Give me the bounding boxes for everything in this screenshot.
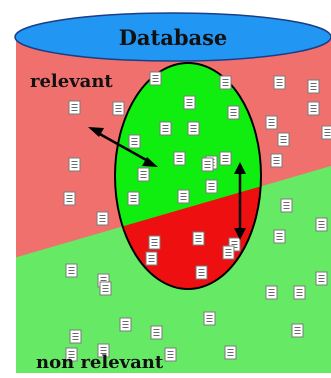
document-icon bbox=[69, 329, 82, 344]
document-icon bbox=[273, 229, 286, 244]
document-icon bbox=[119, 317, 132, 332]
document-icon bbox=[270, 153, 283, 168]
document-icon bbox=[195, 265, 208, 280]
double-arrow-icon bbox=[88, 127, 158, 167]
document-icon bbox=[65, 263, 78, 278]
document-icon bbox=[273, 75, 286, 90]
document-icon bbox=[321, 125, 331, 140]
document-icon bbox=[96, 211, 109, 226]
non-relevant-label: non relevant bbox=[36, 352, 164, 373]
document-icon bbox=[280, 198, 293, 213]
document-icon bbox=[205, 179, 218, 194]
document-icon bbox=[219, 151, 232, 166]
document-icon bbox=[128, 134, 141, 149]
document-icon bbox=[315, 271, 328, 286]
relevant-label: relevant bbox=[30, 71, 113, 92]
document-icon bbox=[150, 325, 163, 340]
document-icon bbox=[277, 132, 290, 147]
document-icon bbox=[315, 217, 328, 232]
document-icon bbox=[148, 235, 161, 250]
database-title: Database bbox=[119, 25, 228, 50]
document-icon bbox=[164, 347, 177, 362]
document-icon bbox=[99, 281, 112, 296]
document-icon bbox=[201, 157, 214, 172]
document-icon bbox=[187, 121, 200, 136]
document-icon bbox=[203, 311, 216, 326]
document-icon bbox=[224, 345, 237, 360]
document-icon bbox=[219, 75, 232, 90]
document-icon bbox=[177, 189, 190, 204]
document-icon bbox=[183, 95, 196, 110]
retrieved-non-relevant-area bbox=[115, 166, 261, 289]
document-icon bbox=[307, 79, 320, 94]
document-icon bbox=[145, 251, 158, 266]
document-icon bbox=[227, 105, 240, 120]
database-cap bbox=[14, 12, 331, 62]
retrieved-set-outline bbox=[114, 62, 262, 290]
document-icon bbox=[307, 101, 320, 116]
document-icon bbox=[149, 71, 162, 86]
document-icon bbox=[112, 101, 125, 116]
document-icon bbox=[265, 285, 278, 300]
document-icon bbox=[127, 191, 140, 206]
document-icon bbox=[68, 157, 81, 172]
document-icon bbox=[173, 151, 186, 166]
document-icon bbox=[293, 285, 306, 300]
double-arrow-icon bbox=[234, 162, 246, 240]
document-icon bbox=[291, 323, 304, 338]
document-icon bbox=[222, 245, 235, 260]
document-icon bbox=[265, 115, 278, 130]
document-icon bbox=[63, 191, 76, 206]
document-icon bbox=[68, 100, 81, 115]
document-icon bbox=[137, 167, 150, 182]
document-icon bbox=[159, 121, 172, 136]
document-icon bbox=[192, 231, 205, 246]
